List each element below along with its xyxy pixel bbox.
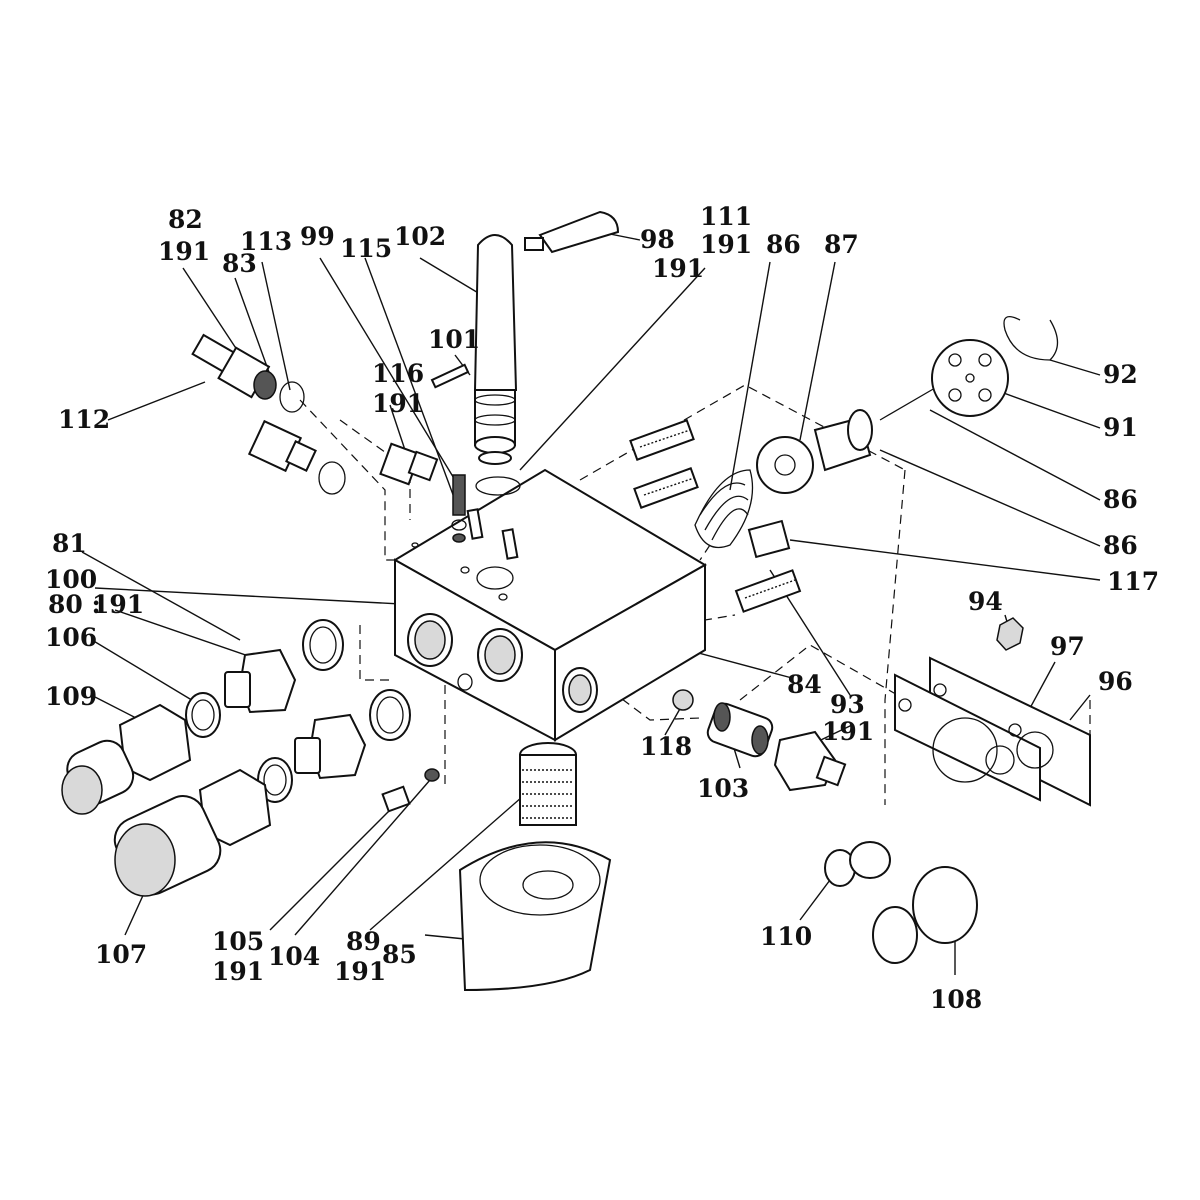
label-191: 191: [158, 237, 210, 266]
label-102: 102: [394, 222, 446, 251]
label-191: 191: [334, 957, 386, 986]
label-83: 83: [222, 249, 257, 278]
label-93: 93: [830, 690, 865, 719]
label-115: 115: [340, 234, 392, 263]
label-99: 99: [300, 222, 335, 251]
label-81: 81: [52, 529, 87, 558]
label-91: 91: [1103, 413, 1138, 442]
label-89: 89: [346, 927, 381, 956]
label-113: 113: [240, 227, 292, 256]
label-100: 100: [45, 565, 97, 594]
label-109: 109: [45, 682, 97, 711]
top-cartridge-parts: [430, 210, 620, 560]
label-191: 191: [372, 389, 424, 418]
label-108: 108: [930, 985, 982, 1014]
label-87: 87: [824, 230, 859, 259]
label-112: 112: [58, 405, 110, 434]
relief-valve-and-caps: [672, 689, 978, 964]
label-86: 86: [766, 230, 801, 259]
label-107: 107: [95, 940, 147, 969]
right-side-parts: [629, 316, 1059, 613]
upper-left-fittings: [191, 333, 439, 495]
label-94: 94: [968, 587, 1003, 616]
label-191: 191: [700, 230, 752, 259]
lower-left-couplings: [61, 619, 440, 897]
label-92: 92: [1103, 360, 1138, 389]
label-117: 117: [1107, 567, 1159, 596]
bottom-bowl-parts: [458, 742, 612, 992]
label-84: 84: [787, 670, 822, 699]
label-118: 118: [640, 732, 692, 761]
label-104: 104: [268, 942, 320, 971]
label-86: 86: [1103, 531, 1138, 560]
label-82: 82: [168, 205, 203, 234]
label-191: 191: [92, 590, 144, 619]
label-110: 110: [760, 922, 812, 951]
label-191: 191: [212, 957, 264, 986]
label-80: 80 :: [48, 590, 101, 619]
label-97: 97: [1050, 632, 1085, 661]
label-86: 86: [1103, 485, 1138, 514]
label-101: 101: [428, 325, 480, 354]
label-116: 116: [372, 359, 424, 388]
label-106: 106: [45, 623, 97, 652]
label-98: 98: [640, 225, 675, 254]
label-85: 85: [382, 940, 417, 969]
label-191: 191: [652, 254, 704, 283]
manifold-block: [393, 468, 707, 742]
gasket-plates: [894, 617, 1091, 807]
label-191: 191: [822, 717, 874, 746]
label-103: 103: [697, 774, 749, 803]
label-111: 111: [700, 202, 752, 231]
label-105: 105: [212, 927, 264, 956]
label-96: 96: [1098, 667, 1133, 696]
part-labels: 82 191 83 113 99 115 102 98 111 191 191 …: [45, 202, 1159, 1014]
